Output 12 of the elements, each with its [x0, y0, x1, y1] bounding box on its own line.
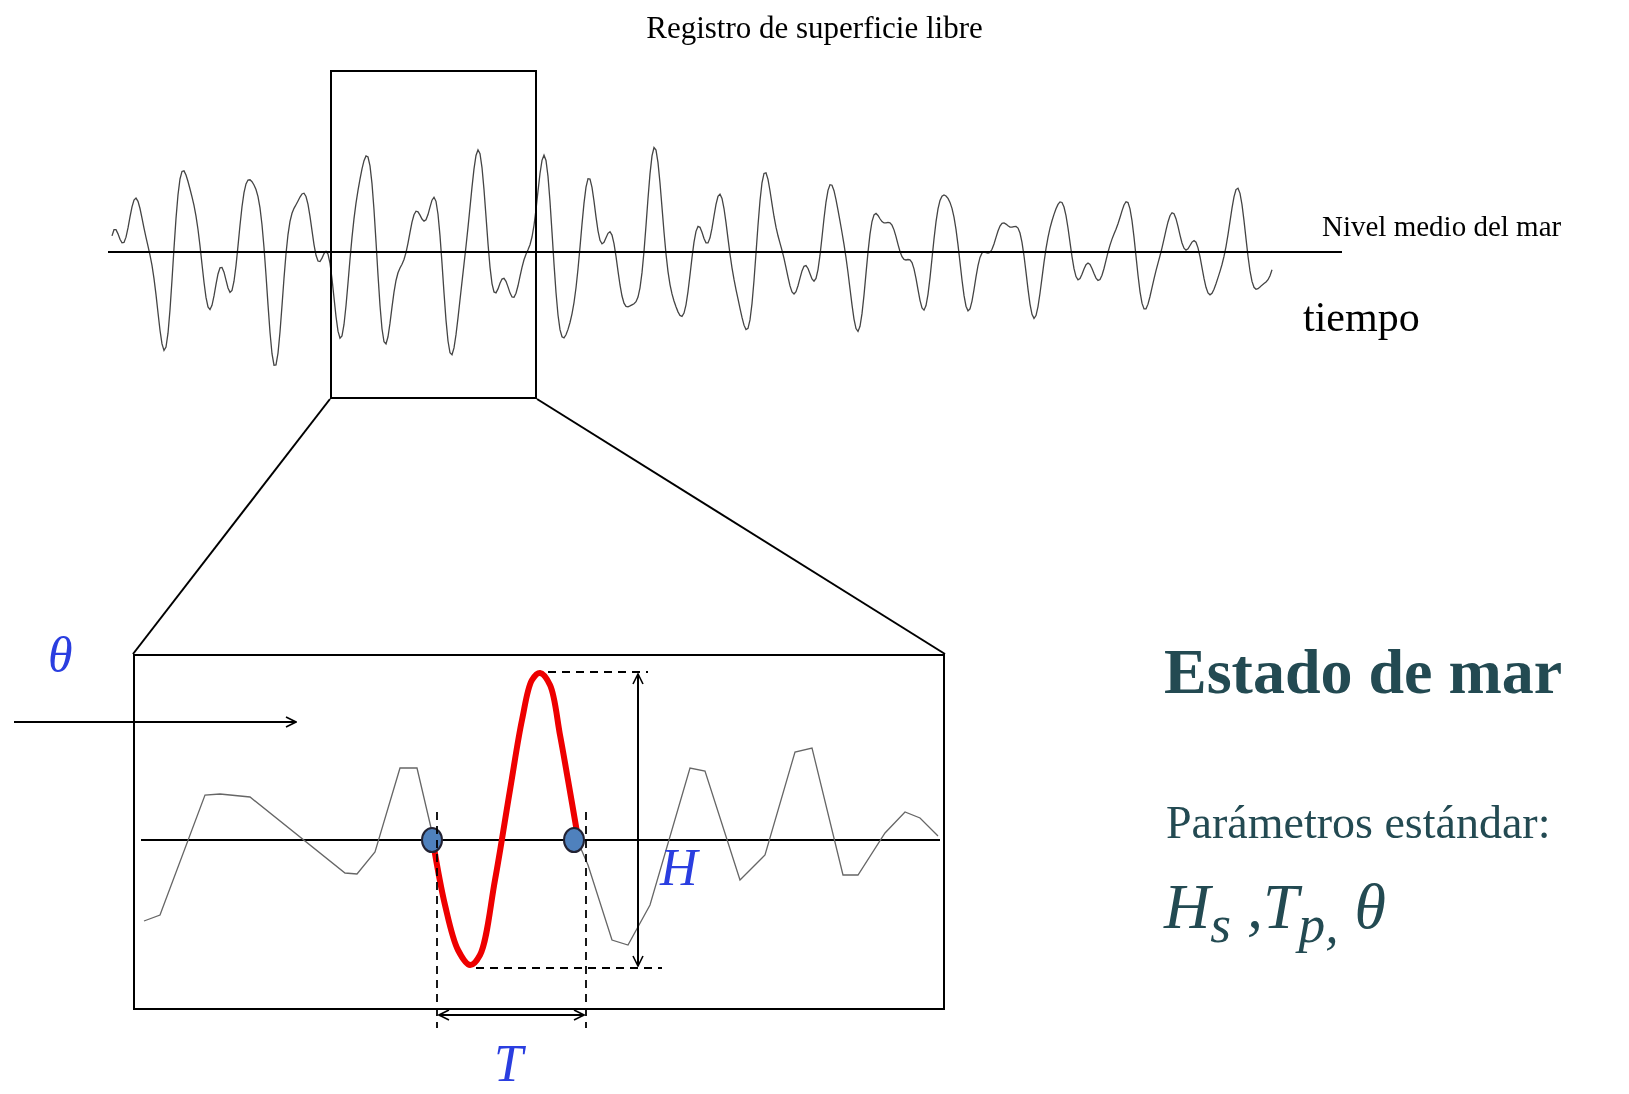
zoom-line	[132, 398, 331, 655]
body-text: Parámetros estándar:	[1166, 800, 1551, 846]
dimension-label: H	[660, 842, 698, 894]
chart-title: Registro de superficie libre	[645, 12, 984, 43]
angle-label: θ	[48, 630, 73, 680]
selection-frame	[133, 654, 945, 1010]
heading: Estado de mar	[1164, 640, 1563, 704]
axis-label: Nivel medio del mar	[1322, 212, 1562, 241]
axis-label: tiempo	[1303, 296, 1420, 338]
zoom-line	[536, 398, 946, 655]
selection-frame	[330, 70, 537, 399]
formula: H$_{s}$ ,T$_{p,}$ θ	[1164, 875, 1386, 952]
